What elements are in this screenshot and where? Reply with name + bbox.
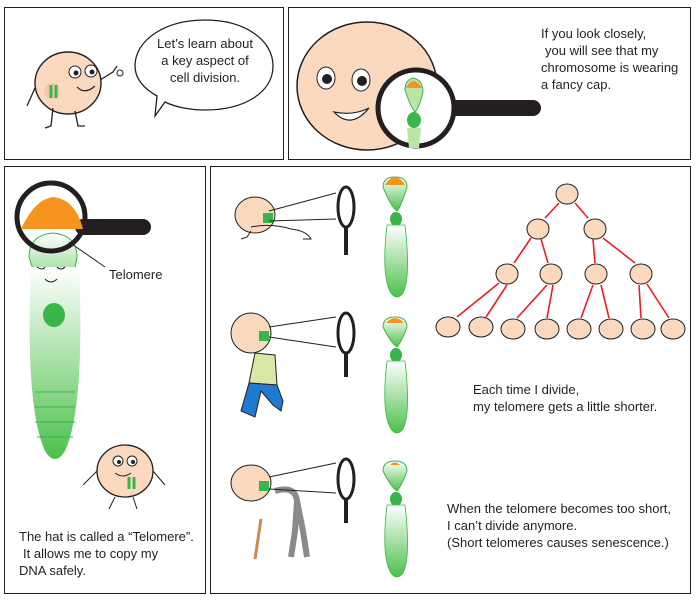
adult-cell — [230, 312, 284, 418]
label-pointer — [68, 241, 106, 268]
tree-cell — [495, 263, 519, 285]
chromosome-large — [28, 232, 81, 459]
chromosome-medium-telomere — [382, 316, 408, 434]
magnifier-handle — [439, 100, 541, 116]
aging-illustration — [230, 176, 686, 578]
tree-cell — [566, 318, 592, 340]
caption-line: (Short telomeres causes senescence.) — [447, 535, 669, 550]
magnifier-lens — [336, 311, 356, 355]
comic-panel-telomere: Telomere The hat is called a “Telomere”.… — [4, 166, 206, 594]
caption-line: Each time I divide, — [473, 382, 580, 397]
cell-character — [26, 51, 124, 129]
caption-line: my telomere gets a little shorter. — [473, 399, 658, 414]
tree-cell — [583, 218, 607, 240]
caption-line: DNA safely. — [19, 563, 86, 578]
comic-panel-closer-look: If you look closely, you will see that m… — [288, 7, 691, 160]
tree-cell — [629, 263, 653, 285]
magnifier-handle — [75, 219, 151, 235]
magnifier-lens — [336, 185, 356, 229]
comic-panel-aging: Each time I divide, my telomere gets a l… — [210, 166, 691, 594]
tree-cell — [435, 316, 461, 338]
tree-cell — [555, 183, 579, 205]
tree-cell — [526, 218, 550, 240]
chromosome-with-cap — [404, 77, 424, 148]
telomere-illustration — [14, 180, 166, 510]
tree-cell — [584, 263, 608, 285]
chromosome-short-telomere — [382, 460, 408, 578]
caption-line: a fancy cap. — [541, 77, 612, 92]
comic-panel-intro: Let’s learn about a key aspect of cell d… — [4, 7, 284, 160]
tree-cell — [468, 316, 494, 338]
caption-line: I can’t divide anymore. — [447, 518, 578, 533]
cell-character — [82, 444, 166, 510]
caption-line: you will see that my — [545, 43, 659, 58]
intro-illustration — [26, 19, 274, 129]
tree-cell — [598, 318, 624, 340]
speech-line: Let’s learn about — [157, 36, 253, 51]
chromosome-long-telomere — [382, 176, 408, 298]
baby-cell — [234, 196, 312, 240]
division-arrows — [456, 202, 670, 319]
magnifier-lens — [336, 457, 356, 501]
tree-cell — [534, 318, 560, 340]
caption-line: When the telomere becomes too short, — [447, 501, 672, 516]
speech-line: cell division. — [169, 70, 241, 85]
caption-line: If you look closely, — [541, 26, 647, 41]
tree-cell — [539, 263, 563, 285]
caption-line: chromosome is wearing — [541, 60, 679, 75]
caption-line: It allows me to copy my — [23, 546, 159, 561]
caption-line: The hat is called a “Telomere”. — [19, 529, 194, 544]
telomere-label: Telomere — [109, 267, 163, 282]
magnifier-lens — [14, 180, 88, 254]
telomere-cap — [21, 197, 83, 229]
magnifier-illustration — [296, 21, 541, 151]
tree-cell — [660, 318, 686, 340]
tree-cell — [500, 318, 526, 340]
elderly-cell — [230, 464, 310, 560]
speech-bubble — [134, 19, 274, 119]
division-tree — [435, 183, 686, 340]
tree-cell — [630, 318, 656, 340]
speech-line: a key aspect of — [161, 53, 249, 68]
